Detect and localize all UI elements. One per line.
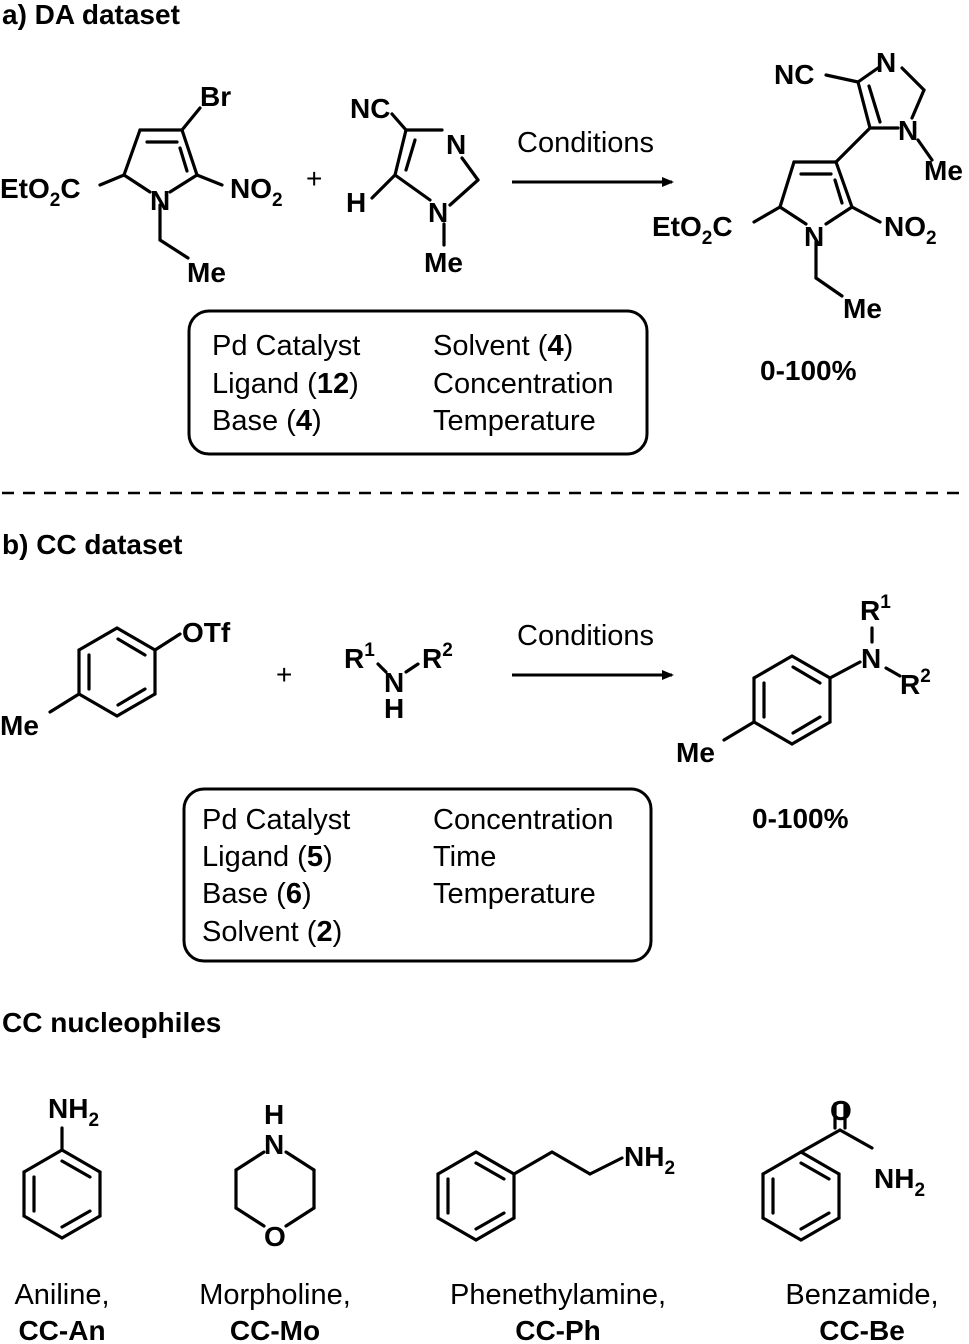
triflate-me-label: Me <box>0 710 39 741</box>
ethyl-me-label: Me <box>187 257 226 288</box>
triflate-otf-label: OTf <box>182 617 231 648</box>
morpholine-o-label: O <box>264 1221 286 1252</box>
product-a-ethyl-me-label: Me <box>843 293 882 324</box>
product-b-r1-label: R1 <box>860 592 891 626</box>
phenethylamine-code: CC-Ph <box>515 1315 601 1344</box>
product-a-nitro-label: NO2 <box>884 211 937 249</box>
aniline-nh2-label: NH2 <box>48 1093 99 1131</box>
pyrrole-bonds <box>98 106 224 260</box>
nucleophile-morpholine: H N O Morpholine, CC-Mo <box>199 1099 351 1344</box>
section-a: a) DA dataset Br EtO2C N NO2 Me <box>0 0 963 456</box>
aniline-bonds <box>22 1126 102 1240</box>
morpholine-h-label: H <box>264 1099 284 1130</box>
yield-b: 0-100% <box>752 803 849 834</box>
amine-r2-label: R2 <box>422 640 453 674</box>
aniline-name: Aniline, <box>14 1279 109 1311</box>
bromo-label: Br <box>200 81 231 112</box>
section-b-title: b) CC dataset <box>2 529 182 560</box>
product-a-bonds <box>752 66 934 298</box>
phenethylamine-bonds <box>436 1150 624 1242</box>
yield-a: 0-100% <box>760 355 857 386</box>
nucleophiles-title: CC nucleophiles <box>2 1007 221 1038</box>
product-a-ester-label: EtO2C <box>652 211 733 249</box>
product-a-pyrrole-n-label: N <box>804 221 824 252</box>
nucleophile-aniline: NH2 Aniline, CC-An <box>14 1093 109 1344</box>
nitrile-label: NC <box>350 93 390 124</box>
section-b: b) CC dataset OTf Me + <box>0 529 931 963</box>
reactant-imidazole: NC N N H Me <box>346 93 480 278</box>
product-b: R1 N R2 Me <box>676 592 931 768</box>
aryl-triflate-bonds <box>48 626 182 718</box>
conditions-box-b <box>182 787 653 963</box>
product-b-bonds <box>722 626 902 746</box>
benzamide-name: Benzamide, <box>785 1279 938 1311</box>
cond-b-catalyst: Pd Catalyst <box>202 804 350 836</box>
amine-n-label: N <box>384 667 404 698</box>
benzamide-bonds <box>761 1102 874 1242</box>
benzamide-nh2-label: NH2 <box>874 1163 925 1201</box>
cond-b-solvent: Solvent (2) <box>202 916 342 948</box>
morpholine-name: Morpholine, <box>199 1279 351 1311</box>
imidazole-n1-label: N <box>428 197 448 228</box>
plus-sign-b: + <box>276 659 292 690</box>
cond-b-time: Time <box>433 841 496 873</box>
amine-r1-label: R1 <box>344 640 375 674</box>
nucleophiles-section: CC nucleophiles NH2 Aniline, CC-An <box>2 1007 939 1344</box>
amine-h-label: H <box>384 693 404 724</box>
product-b-r2-label: R2 <box>900 666 931 700</box>
product-a: NC N N Me EtO2C N NO2 Me <box>652 47 963 324</box>
nucleophile-benzamide: O NH2 Benzamide, CC-Be <box>761 1095 939 1344</box>
cond-b-base: Base (6) <box>202 878 312 910</box>
ester-label: EtO2C <box>0 173 81 211</box>
benzamide-code: CC-Be <box>819 1315 905 1344</box>
morpholine-bonds <box>234 1150 316 1228</box>
product-b-n-label: N <box>861 643 881 674</box>
cond-b-temperature: Temperature <box>433 878 596 910</box>
product-a-imidazole-n3-label: N <box>876 47 896 78</box>
cond-a-ligand: Ligand (12) <box>212 368 359 400</box>
product-a-nitrile-label: NC <box>774 59 814 90</box>
pyrrole-n-label: N <box>150 185 170 216</box>
product-a-imidazole-me-label: Me <box>924 155 963 186</box>
imidazole-h-label: H <box>346 187 366 218</box>
phenethylamine-name: Phenethylamine, <box>450 1279 666 1311</box>
imidazole-bonds <box>370 112 480 247</box>
morpholine-n-label: N <box>264 1129 284 1160</box>
cond-a-solvent: Solvent (4) <box>433 330 573 362</box>
product-b-me-label: Me <box>676 737 715 768</box>
morpholine-code: CC-Mo <box>230 1315 320 1344</box>
cond-b-concentration: Concentration <box>433 804 614 836</box>
conditions-box-a <box>187 309 649 456</box>
phenethylamine-nh2-label: NH2 <box>624 1141 675 1179</box>
arrow-b-label: Conditions <box>517 620 654 652</box>
product-a-imidazole-n1-label: N <box>898 115 918 146</box>
cond-a-catalyst: Pd Catalyst <box>212 330 360 362</box>
reactant-aryl-triflate: OTf Me <box>0 617 231 741</box>
reactant-pyrrole: Br EtO2C N NO2 Me <box>0 81 283 288</box>
section-a-title: a) DA dataset <box>2 0 180 30</box>
reactant-amine: R1 N R2 H <box>344 640 453 724</box>
imidazole-me-label: Me <box>424 247 463 278</box>
cond-a-concentration: Concentration <box>433 368 614 400</box>
cond-b-ligand: Ligand (5) <box>202 841 333 873</box>
nucleophile-phenethylamine: NH2 Phenethylamine, CC-Ph <box>436 1141 675 1344</box>
arrow-a-label: Conditions <box>517 127 654 159</box>
cond-a-temperature: Temperature <box>433 405 596 437</box>
cond-a-base: Base (4) <box>212 405 322 437</box>
nitro-label: NO2 <box>230 173 283 211</box>
aniline-code: CC-An <box>18 1315 105 1344</box>
plus-sign-a: + <box>306 163 322 194</box>
imidazole-n3-label: N <box>446 129 466 160</box>
benzamide-o-label: O <box>830 1095 852 1126</box>
